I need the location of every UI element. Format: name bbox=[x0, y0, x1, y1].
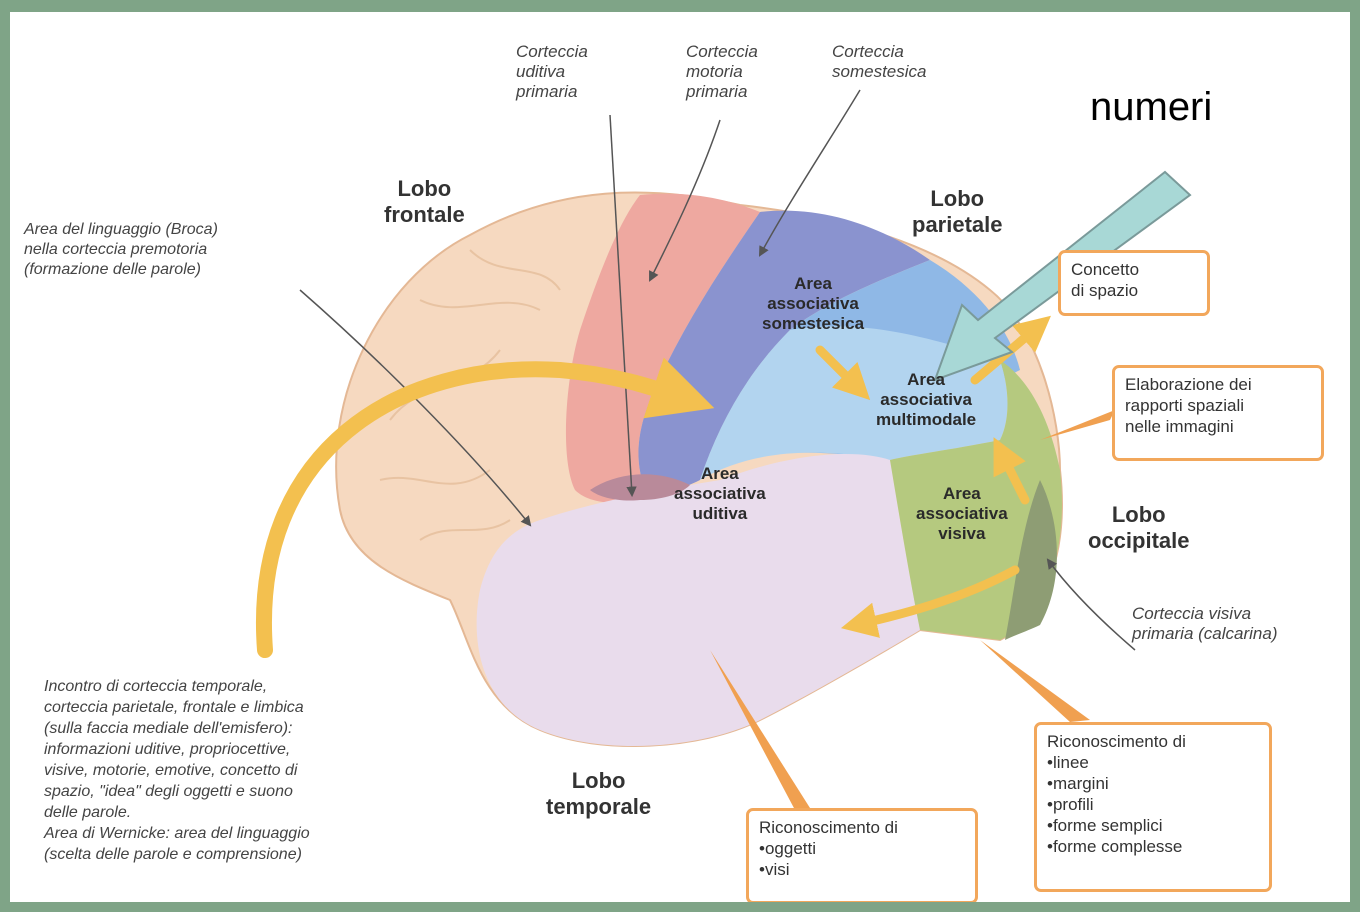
label-corteccia-uditiva: Corteccia uditiva primaria bbox=[516, 42, 588, 101]
somatosensory-region bbox=[638, 210, 930, 500]
yellow-small-arrows bbox=[815, 315, 1051, 638]
list-item: profili bbox=[1047, 794, 1259, 815]
label-numeri: numeri bbox=[1090, 85, 1213, 129]
brain-diagram bbox=[255, 89, 1192, 810]
list-item: linee bbox=[1047, 752, 1259, 773]
list-item: forme semplici bbox=[1047, 815, 1259, 836]
leader-motoria bbox=[649, 119, 721, 282]
box-riconoscimento-linee: Riconoscimento di linee margini profili … bbox=[1034, 722, 1272, 892]
box-riconoscimento-linee-list: linee margini profili forme semplici for… bbox=[1047, 752, 1259, 857]
list-item: oggetti bbox=[759, 838, 965, 859]
label-corteccia-visiva: Corteccia visiva primaria (calcarina) bbox=[1132, 604, 1278, 643]
leader-visiva bbox=[1046, 558, 1136, 651]
box-riconoscimento-oggetti: Riconoscimento di oggetti visi bbox=[746, 808, 978, 902]
box-concetto-spazio: Concetto di spazio bbox=[1058, 250, 1210, 316]
orange-callouts bbox=[710, 410, 1115, 810]
box-riconoscimento-oggetti-list: oggetti visi bbox=[759, 838, 965, 880]
box-riconoscimento-linee-title: Riconoscimento di bbox=[1047, 732, 1186, 751]
leader-somestesica bbox=[758, 89, 861, 257]
callout-riconoscimento-oggetti bbox=[710, 650, 810, 810]
label-lobo-temporale: Lobo temporale bbox=[546, 768, 652, 819]
label-area-uditiva: Area associativa uditiva bbox=[674, 464, 766, 523]
yellow-curved-arrow bbox=[255, 357, 715, 658]
label-incontro: Incontro di corteccia temporale, cortecc… bbox=[44, 678, 310, 863]
label-corteccia-motoria: Corteccia motoria primaria bbox=[686, 42, 758, 101]
temporal-lobe-region bbox=[476, 454, 920, 747]
leader-uditiva bbox=[609, 114, 637, 498]
list-item: visi bbox=[759, 859, 965, 880]
auditory-overlap-region bbox=[590, 474, 690, 501]
label-area-somestesica: Area associativa somestesica bbox=[762, 274, 865, 333]
label-broca: Area del linguaggio (Broca) nella cortec… bbox=[24, 221, 218, 278]
callout-elaborazione bbox=[1040, 410, 1115, 440]
label-area-multimodale: Area associativa multimodale bbox=[876, 370, 977, 429]
label-lobo-frontale: Lobo frontale bbox=[384, 176, 465, 227]
list-item: forme complesse bbox=[1047, 836, 1259, 857]
label-area-visiva: Area associativa visiva bbox=[916, 484, 1008, 543]
label-corteccia-somestesica: Corteccia somestesica bbox=[832, 42, 927, 81]
box-elaborazione: Elaborazione dei rapporti spaziali nelle… bbox=[1112, 365, 1324, 461]
leader-lines bbox=[299, 89, 1136, 651]
figure-frame: Corteccia uditiva primaria Corteccia mot… bbox=[10, 12, 1350, 902]
leader-broca bbox=[299, 289, 532, 527]
primary-visual-region bbox=[1005, 480, 1057, 640]
label-lobo-occipitale: Lobo occipitale bbox=[1088, 502, 1190, 553]
label-lobo-parietale: Lobo parietale bbox=[912, 186, 1003, 237]
motor-cortex-region bbox=[565, 193, 760, 503]
callout-riconoscimento-linee bbox=[980, 640, 1090, 722]
box-riconoscimento-oggetti-title: Riconoscimento di bbox=[759, 818, 898, 837]
list-item: margini bbox=[1047, 773, 1259, 794]
multimodal-association-region bbox=[700, 326, 1008, 480]
